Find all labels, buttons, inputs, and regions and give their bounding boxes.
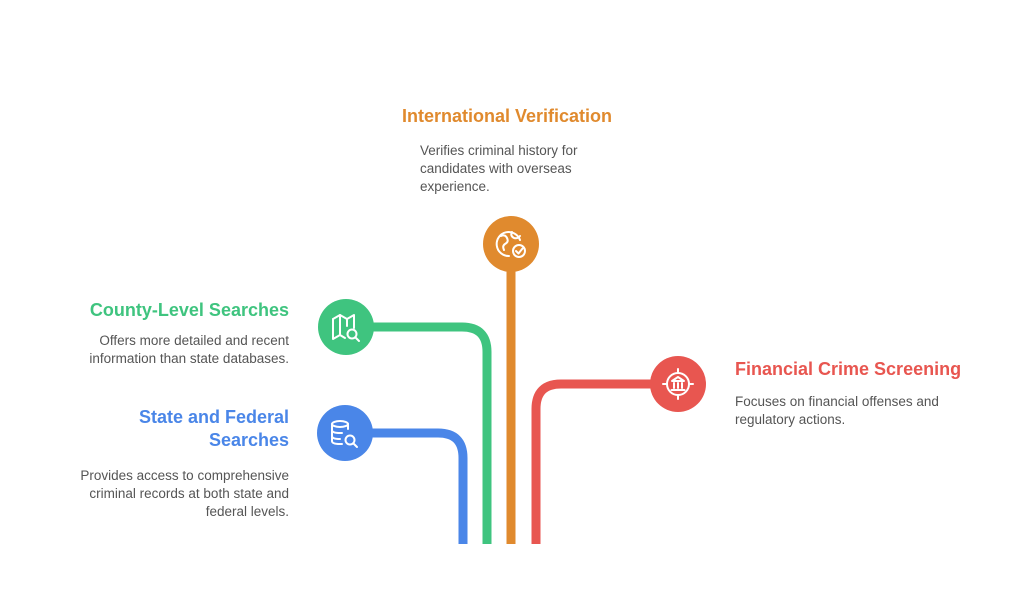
description-international: Verifies criminal history for candidates… [420,143,578,194]
bank-target-icon [650,356,706,412]
description-county: Offers more detailed and recent informat… [89,333,289,366]
title-international: International Verification [402,106,613,126]
database-search-icon [317,405,373,461]
title-state-federal: State and Federal Searches [138,407,289,450]
title-county: County-Level Searches [89,300,289,320]
connector-county [346,322,492,544]
globe-check-icon [483,216,539,272]
description-financial: Focuses on financial offenses and regula… [735,394,939,427]
connector-financial [531,379,678,544]
map-search-icon [318,299,374,355]
connector-state-federal [345,428,468,544]
description-state-federal: Provides access to comprehensive crimina… [80,468,289,519]
title-financial: Financial Crime Screening [735,359,962,379]
